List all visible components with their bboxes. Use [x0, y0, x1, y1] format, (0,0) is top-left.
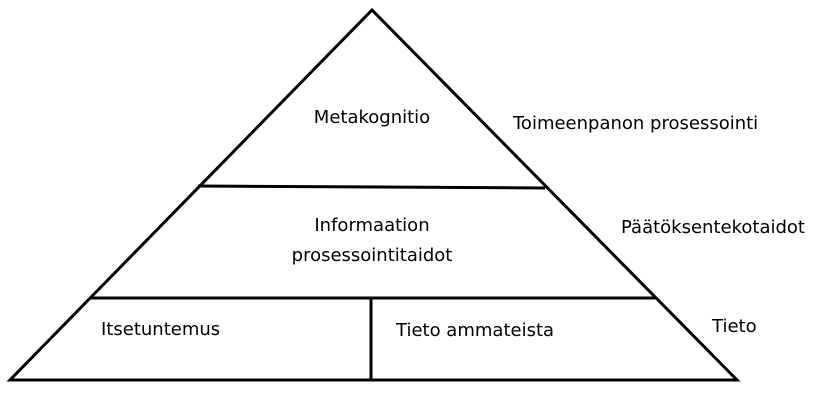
- side-label-middle: Päätöksentekotaidot: [621, 217, 805, 238]
- side-label-top: Toimeenpanon prosessointi: [513, 113, 759, 134]
- tier-bottom-right-label: Tieto ammateista: [396, 320, 555, 341]
- tier-middle-label-line2: prosessointitaidot: [291, 245, 453, 266]
- tier-divider-upper: [197, 184, 546, 190]
- side-label-bottom: Tieto: [712, 316, 757, 337]
- tier-bottom-left-label: Itsetuntemus: [101, 319, 221, 340]
- pyramid-outline: [6, 7, 741, 382]
- tier-middle-label-line1: Informaation: [314, 215, 430, 236]
- tier-middle-label: Informaation prosessointitaidot: [262, 211, 482, 271]
- tier-top-label: Metakognitio: [313, 107, 431, 128]
